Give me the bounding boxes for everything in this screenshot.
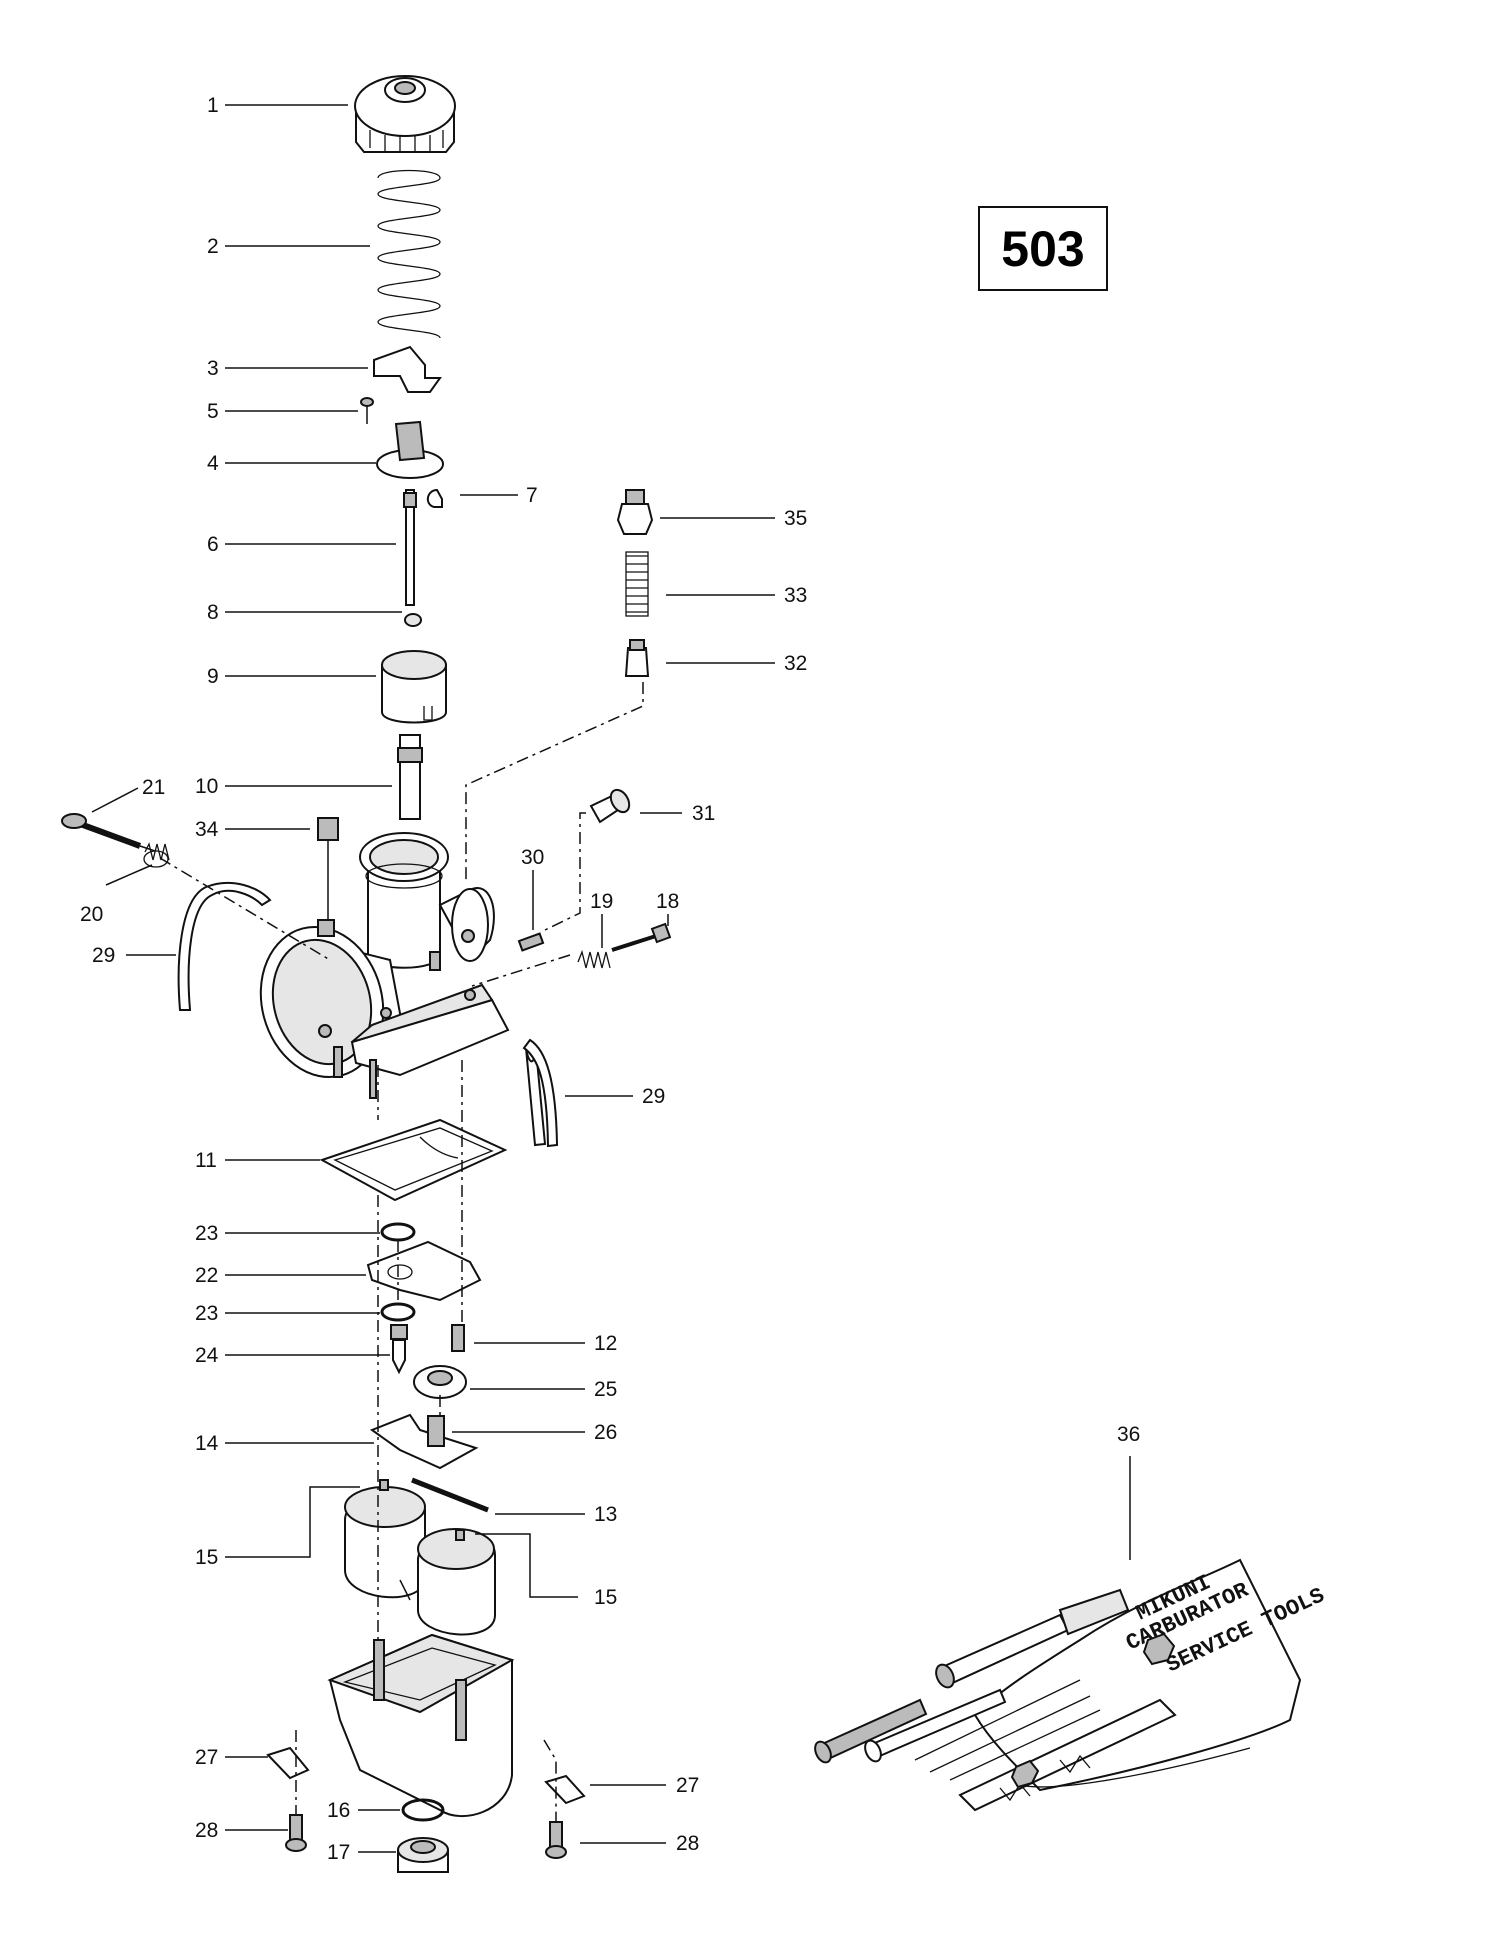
callout-11: 11 [195, 1149, 217, 1172]
leader-lines [91, 104, 1131, 1853]
part-plate [373, 345, 442, 393]
part-carburetor-body [259, 832, 510, 1099]
part-jet-holder [427, 1415, 445, 1447]
part-bracket-left [266, 1746, 310, 1780]
part-float-pin [411, 1477, 489, 1513]
part-screw-right [545, 1821, 567, 1859]
callout-29-right: 29 [642, 1085, 665, 1108]
part-washer [404, 613, 422, 627]
part-float-left [344, 1479, 426, 1601]
part-needle-jet [397, 734, 423, 820]
part-screw-left [285, 1814, 307, 1852]
callout-28-left: 28 [195, 1819, 218, 1842]
callout-4: 4 [207, 452, 219, 475]
part-screw-small [360, 397, 374, 424]
part-service-tool-kit: MIKUNI CARBURATOR SERVICE TOOLS [814, 1558, 1329, 1812]
part-vent-tube-left [177, 882, 272, 1011]
callout-36: 36 [1117, 1423, 1140, 1446]
callout-19: 19 [590, 890, 613, 913]
assembly-centerlines [159, 682, 644, 1822]
callout-27-left: 27 [195, 1746, 218, 1769]
callout-30: 30 [521, 846, 544, 869]
part-o-ring-bottom [380, 1302, 416, 1322]
part-drain-o-ring [401, 1798, 445, 1822]
part-float-arm [369, 1413, 479, 1470]
callout-15-left: 15 [195, 1546, 218, 1569]
callout-13: 13 [594, 1503, 617, 1526]
callout-32: 32 [784, 652, 807, 675]
part-pilot-air-screw [61, 813, 156, 852]
part-float-bowl [327, 1633, 515, 1818]
callout-33: 33 [784, 584, 807, 607]
part-clip [426, 488, 443, 508]
diagram-number: 503 [978, 206, 1108, 291]
part-float-arm-plate [366, 1240, 482, 1302]
callout-20: 20 [80, 903, 103, 926]
callout-17: 17 [327, 1841, 350, 1864]
part-needle-valve [390, 1324, 408, 1375]
callout-5: 5 [207, 400, 219, 423]
callout-25: 25 [594, 1378, 617, 1401]
callout-22: 22 [195, 1264, 218, 1287]
callout-28-right: 28 [676, 1832, 699, 1855]
part-bracket-right [544, 1774, 586, 1805]
callout-14: 14 [195, 1432, 219, 1455]
part-pilot-jet [451, 1324, 465, 1352]
part-cap-small [317, 817, 339, 925]
callout-2: 2 [207, 235, 219, 258]
part-drain-plug [397, 1837, 449, 1873]
callout-23-top: 23 [195, 1222, 218, 1245]
callout-29-left: 29 [92, 944, 115, 967]
part-throttle-valve [381, 650, 447, 724]
part-top-plate [376, 420, 444, 479]
part-throttle-stop-spring [577, 949, 611, 969]
part-spring-small [143, 842, 170, 868]
callout-labels: 1 2 3 5 4 7 6 8 9 10 21 34 20 29 35 33 3… [80, 94, 1140, 1864]
part-adjuster-nut [624, 639, 650, 677]
part-starter-screw [517, 932, 545, 952]
callout-12: 12 [594, 1332, 617, 1355]
part-o-ring-top [380, 1222, 416, 1242]
part-vent-tube-right [522, 1038, 559, 1148]
callout-6: 6 [207, 533, 219, 556]
part-throttle-stop-screw [611, 922, 672, 952]
callout-35: 35 [784, 507, 807, 530]
part-rubber-cap [589, 788, 631, 824]
part-main-jet [413, 1365, 467, 1399]
callout-18: 18 [656, 890, 679, 913]
part-needle [403, 489, 417, 606]
callout-8: 8 [207, 601, 219, 624]
callout-9: 9 [207, 665, 219, 688]
part-adjuster-spring [625, 551, 649, 617]
callout-24: 24 [195, 1344, 219, 1367]
callout-27-right: 27 [676, 1774, 699, 1797]
callout-1: 1 [207, 94, 219, 117]
part-cap [354, 75, 456, 153]
callout-34: 34 [195, 818, 219, 841]
part-gasket [319, 1118, 508, 1202]
callout-16: 16 [327, 1799, 350, 1822]
callout-10: 10 [195, 775, 218, 798]
callout-15-right: 15 [594, 1586, 617, 1609]
callout-7: 7 [526, 484, 538, 507]
callout-21: 21 [142, 776, 165, 799]
part-float-right [417, 1528, 496, 1636]
callout-26: 26 [594, 1421, 617, 1444]
part-cable-adjuster [616, 489, 654, 535]
callout-3: 3 [207, 357, 219, 380]
callout-31: 31 [692, 802, 715, 825]
callout-23-bottom: 23 [195, 1302, 218, 1325]
part-spring [377, 169, 441, 339]
